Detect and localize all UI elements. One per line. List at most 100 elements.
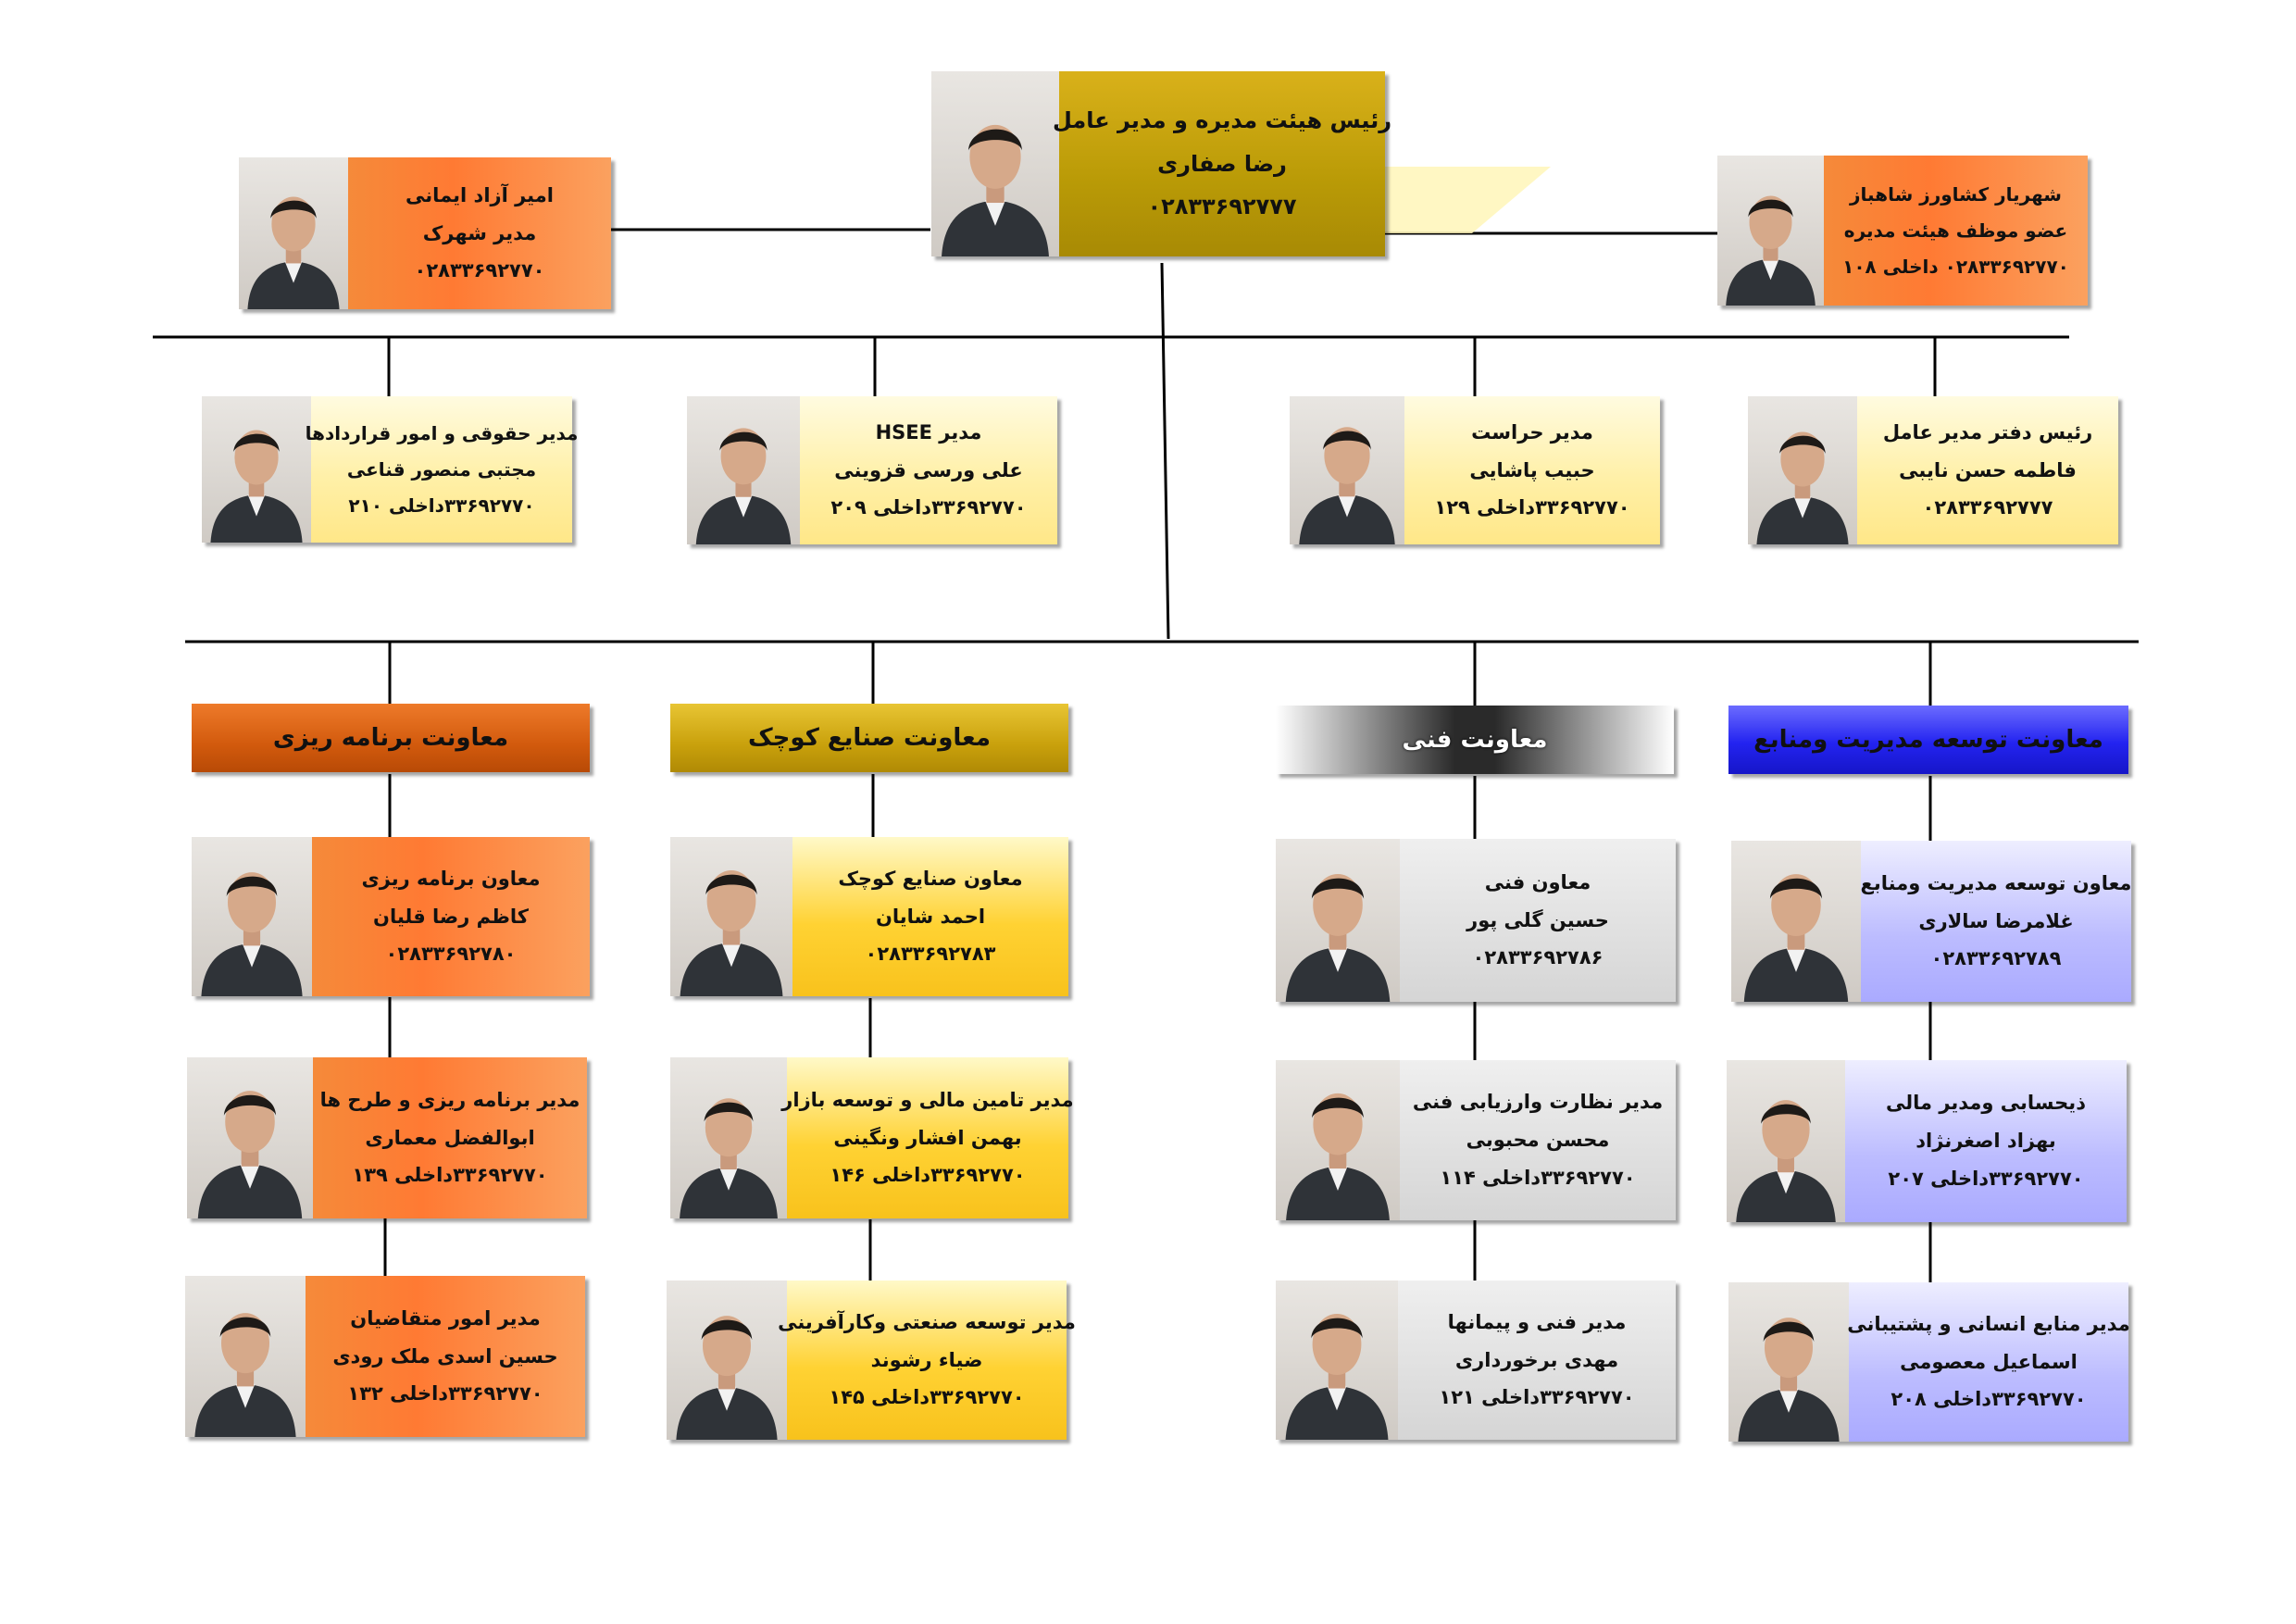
development-card-1: معاون توسعه مدیریت ومنابع غلامرضا سالاری… <box>1731 841 2131 1002</box>
member-title: مدیر امور متقاضیان <box>350 1306 541 1330</box>
security-phone: ۳۳۶۹۲۷۷۰داخلی ۱۲۹ <box>1434 496 1630 519</box>
office-photo <box>1748 396 1857 544</box>
member-name: غلامرضا سالاری <box>1918 909 2074 932</box>
technical-photo-2 <box>1276 1060 1400 1220</box>
town-manager-phone: ۰۲۸۳۳۶۹۲۷۷۰ <box>414 259 545 282</box>
development-photo-2 <box>1727 1060 1845 1222</box>
member-phone: ۳۳۶۹۲۷۷۰داخلی ۱۱۴ <box>1440 1166 1636 1189</box>
header-technical: معاونت فنی <box>1276 706 1674 774</box>
board-member-photo <box>1717 156 1824 306</box>
planning-photo-1 <box>192 837 312 996</box>
member-title: مدیر برنامه ریزی و طرح ها <box>319 1088 580 1111</box>
technical-photo-1 <box>1276 839 1400 1002</box>
development-photo-1 <box>1731 841 1861 1002</box>
header-planning: معاونت برنامه ریزی <box>192 704 590 772</box>
legal-name: مجتبی منصور قناعی <box>346 457 537 481</box>
member-name: اسماعیل معصومی <box>1900 1350 2078 1373</box>
header-small-industries: معاونت صنایع کوچک <box>670 704 1068 772</box>
header-development-label: معاونت توسعه مدیریت ومنابع <box>1753 726 2103 754</box>
technical-card-2: مدیر نظارت وارزیابی فنی محسن محبوبی ۳۳۶۹… <box>1276 1060 1676 1220</box>
town-manager-card: امیر آزاد ایمانی مدیر شهرک ۰۲۸۳۳۶۹۲۷۷۰ <box>239 157 611 309</box>
planning-card-1: معاون برنامه ریزی کاظم رضا قلیان ۰۲۸۳۳۶۹… <box>192 837 590 996</box>
technical-card-1: معاون فنی حسین گلی پور ۰۲۸۳۳۶۹۲۷۸۶ <box>1276 839 1676 1002</box>
member-name: کاظم رضا قلیان <box>373 905 529 928</box>
header-development: معاونت توسعه مدیریت ومنابع <box>1728 706 2128 774</box>
member-phone: ۳۳۶۹۲۷۷۰داخلی ۱۳۹ <box>352 1164 548 1187</box>
board-member-name: شهریار کشاورز شاهباز <box>1850 182 2062 206</box>
member-name: حسین اسدی ملک رودی <box>332 1344 558 1368</box>
legal-phone: ۳۳۶۹۲۷۷۰داخلی ۲۱۰ <box>348 493 535 517</box>
planning-card-2: مدیر برنامه ریزی و طرح ها ابوالفضل معمار… <box>187 1057 587 1218</box>
small-industries-photo-3 <box>667 1280 787 1440</box>
hse-card: مدیر HSEE علی ورسی قزوینی ۳۳۶۹۲۷۷۰داخلی … <box>687 396 1057 544</box>
board-member-title: عضو موظف هیئت مدیره <box>1843 219 2068 242</box>
office-title: رئیس دفتر مدیر عامل <box>1882 420 2093 443</box>
small-industries-card-3: مدیر توسعه صنعتی وکارآفرینی ضیاء رشوند ۳… <box>667 1280 1076 1440</box>
member-title: مدیر فنی و پیمانها <box>1447 1310 1627 1333</box>
member-name: بهمن افشار ونگینی <box>833 1126 1022 1149</box>
office-name: فاطمه حسن نایبی <box>1899 458 2077 481</box>
member-phone: ۳۳۶۹۲۷۷۰داخلی ۱۳۲ <box>347 1382 543 1405</box>
member-phone: ۰۲۸۳۳۶۹۲۷۸۹ <box>1930 947 2062 970</box>
member-title: مدیر توسعه صنعتی وکارآفرینی <box>778 1310 1076 1333</box>
header-planning-label: معاونت برنامه ریزی <box>272 724 509 752</box>
member-phone: ۳۳۶۹۲۷۷۰داخلی ۱۲۱ <box>1439 1386 1635 1409</box>
planning-photo-3 <box>185 1276 306 1437</box>
development-card-2: ذیحسابی ومدیر مالی بهزاد اصغرنژاد ۳۳۶۹۲۷… <box>1727 1060 2127 1222</box>
small-industries-photo-2 <box>670 1057 787 1218</box>
town-manager-title: مدیر شهرک <box>422 221 537 244</box>
hse-name: علی ورسی قزوینی <box>834 458 1023 481</box>
member-name: بهزاد اصغرنژاد <box>1915 1130 2056 1153</box>
member-title: مدیر نظارت وارزیابی فنی <box>1412 1091 1664 1114</box>
member-phone: ۳۳۶۹۲۷۷۰داخلی ۲۰۸ <box>1890 1388 2087 1411</box>
hse-photo <box>687 396 800 544</box>
technical-card-3: مدیر فنی و پیمانها مهدی برخورداری ۳۳۶۹۲۷… <box>1276 1280 1676 1440</box>
member-phone: ۰۲۸۳۳۶۹۲۷۸۰ <box>385 943 517 966</box>
legal-photo <box>202 396 311 543</box>
legal-title: مدیر حقوقی و امور قراردادها <box>305 421 579 444</box>
member-phone: ۰۲۸۳۳۶۹۲۷۸۳ <box>865 943 996 966</box>
ceo-title: رئیس هیئت مدیره و مدیر عامل <box>1052 106 1392 133</box>
member-title: مدیر منابع انسانی و پشتیبانی <box>1847 1312 2130 1335</box>
board-member-card: شهریار کشاورز شاهباز عضو موظف هیئت مدیره… <box>1717 156 2088 306</box>
office-card: رئیس دفتر مدیر عامل فاطمه حسن نایبی ۰۲۸۳… <box>1748 396 2118 544</box>
member-phone: ۳۳۶۹۲۷۷۰داخلی ۱۴۶ <box>830 1164 1026 1187</box>
ceo-phone: ۰۲۸۳۳۶۹۲۷۷۷ <box>1147 194 1297 220</box>
member-name: ابوالفضل معماری <box>365 1126 535 1149</box>
member-title: معاون برنامه ریزی <box>361 867 541 890</box>
member-name: احمد شایان <box>875 905 986 928</box>
security-card: مدیر حراست حبیب پاشایی ۳۳۶۹۲۷۷۰داخلی ۱۲۹ <box>1290 396 1660 544</box>
small-industries-card-1: معاون صنایع کوچک احمد شایان ۰۲۸۳۳۶۹۲۷۸۳ <box>670 837 1068 996</box>
ceo-name: رضا صفاری <box>1157 150 1287 177</box>
technical-photo-3 <box>1276 1280 1398 1440</box>
member-name: حسین گلی پور <box>1466 908 1609 931</box>
planning-card-3: مدیر امور متقاضیان حسین اسدی ملک رودی ۳۳… <box>185 1276 585 1437</box>
header-technical-label: معاونت فنی <box>1402 726 1548 754</box>
member-title: معاون توسعه مدیریت ومنابع <box>1860 871 2132 894</box>
office-phone: ۰۲۸۳۳۶۹۲۷۷۷ <box>1922 496 2053 519</box>
member-name: مهدی برخورداری <box>1454 1348 1619 1371</box>
member-phone: ۳۳۶۹۲۷۷۰داخلی ۲۰۷ <box>1888 1167 2084 1190</box>
board-member-phone: ۰۲۸۳۳۶۹۲۷۷۰ داخلی ۱۰۸ <box>1842 255 2069 278</box>
development-photo-3 <box>1728 1282 1849 1442</box>
member-phone: ۳۳۶۹۲۷۷۰داخلی ۱۴۵ <box>829 1386 1025 1409</box>
planning-photo-2 <box>187 1057 313 1218</box>
member-name: محسن محبوبی <box>1466 1129 1610 1152</box>
member-name: ضیاء رشوند <box>870 1348 983 1371</box>
hse-title: مدیر HSEE <box>875 420 982 443</box>
small-industries-card-2: مدیر تامین مالی و توسعه بازار بهمن افشار… <box>670 1057 1074 1218</box>
member-title: معاون فنی <box>1484 870 1591 893</box>
development-card-3: مدیر منابع انسانی و پشتیبانی اسماعیل معص… <box>1728 1282 2130 1442</box>
header-small-industries-label: معاونت صنایع کوچک <box>748 724 991 752</box>
member-title: معاون صنایع کوچک <box>838 867 1023 890</box>
legal-card: مدیر حقوقی و امور قراردادها مجتبی منصور … <box>202 396 578 543</box>
ceo-photo <box>931 71 1059 256</box>
small-industries-photo-1 <box>670 837 792 996</box>
town-manager-photo <box>239 157 348 309</box>
member-title: ذیحسابی ومدیر مالی <box>1886 1092 2086 1115</box>
town-manager-name: امیر آزاد ایمانی <box>406 183 554 206</box>
security-name: حبیب پاشایی <box>1469 458 1595 481</box>
member-phone: ۰۲۸۳۳۶۹۲۷۸۶ <box>1472 946 1603 969</box>
security-title: مدیر حراست <box>1471 420 1593 443</box>
